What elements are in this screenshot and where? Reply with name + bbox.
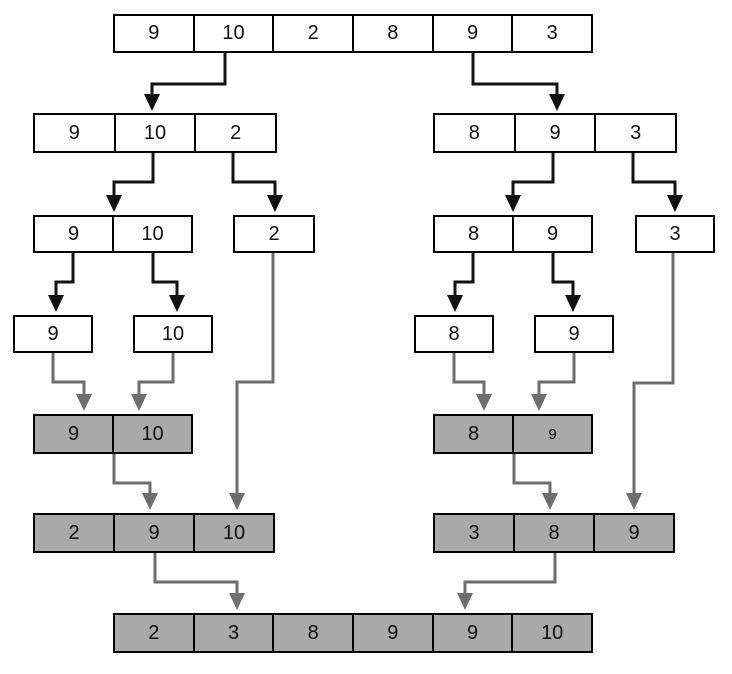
cell: 8 [468, 121, 480, 144]
cell: 3 [669, 222, 681, 245]
array-box-leaf-8: 8 [414, 315, 494, 353]
array-box-leaf-10: 10 [133, 315, 213, 353]
cell: 2 [148, 621, 160, 644]
split-arrow-left-pair-to-leaf-9 [48, 253, 75, 312]
cell: 9 [47, 322, 59, 345]
cell: 3 [594, 115, 675, 151]
array-box-left-pair: 9 10 [33, 215, 193, 253]
cell: 10 [112, 217, 191, 251]
split-arrow-right-pair-to-leaf-8 [447, 253, 475, 312]
cell: 9 [512, 217, 591, 251]
cell: 9 [513, 115, 595, 151]
cell: 8 [448, 322, 460, 345]
array-box-merged-left-triple: 2 9 10 [33, 513, 275, 553]
array-box-merged-right-pair: 8 9 [433, 414, 593, 454]
cell: 8 [467, 422, 480, 445]
cell: 9 [352, 615, 432, 651]
merge-arrow-single-2-to-merged-left-triple [229, 253, 275, 510]
cell: 3 [511, 16, 591, 51]
array-box-leaf-9: 9 [13, 315, 93, 353]
merge-arrow-left-triple-to-output [153, 553, 245, 610]
cell: 9 [593, 515, 673, 551]
cell: 10 [192, 16, 273, 51]
array-box-single-2: 2 [233, 215, 315, 253]
split-arrow-right-half-to-single-3 [631, 153, 683, 212]
array-box-right-pair: 8 9 [433, 215, 593, 253]
merge-arrow-leaf-9-to-merged-right-pair [531, 353, 576, 411]
cell: 9 [67, 422, 80, 445]
split-arrow-input-to-right-half [471, 53, 565, 111]
cell: 2 [68, 521, 80, 544]
cell: 10 [193, 515, 273, 551]
merge-arrow-leaf-10-to-merged-left-pair [131, 353, 175, 411]
cell: 3 [468, 521, 480, 544]
cell: 2 [194, 115, 275, 151]
cell: 8 [272, 615, 352, 651]
array-box-merged-right-triple: 3 8 9 [433, 513, 675, 553]
array-box-merged-left-pair: 9 10 [33, 414, 193, 454]
array-box-leaf-9b: 9 [534, 315, 614, 353]
cell: 10 [511, 615, 591, 651]
cell: 8 [513, 515, 593, 551]
cell: 10 [113, 115, 195, 151]
array-box-output: 2 3 8 9 9 10 [113, 613, 593, 653]
cell: 10 [112, 416, 191, 452]
array-box-input: 9 10 2 8 9 3 [113, 14, 593, 53]
array-box-left-half: 9 10 2 [33, 113, 277, 153]
merge-arrow-right-triple-to-output [457, 553, 557, 610]
split-arrow-right-half-to-right-pair [505, 153, 555, 212]
cell: 8 [352, 16, 432, 51]
cell: 9 [568, 322, 580, 345]
cell: 10 [161, 322, 185, 345]
split-arrow-input-to-left-half [144, 53, 227, 111]
cell: 8 [467, 222, 480, 245]
split-arrow-left-pair-to-leaf-10 [151, 253, 185, 312]
merge-arrow-merged-right-pair-to-right-triple [512, 454, 558, 510]
split-arrows [48, 53, 683, 312]
cell: 9 [68, 121, 80, 144]
array-box-single-3: 3 [635, 215, 715, 253]
cell: 9 [431, 615, 512, 651]
merge-arrow-single-3-to-merged-right-triple [626, 253, 675, 510]
merge-arrow-leaf-8-to-merged-right-pair [452, 353, 492, 411]
split-arrow-left-half-to-single-2 [231, 153, 283, 212]
cell: 9 [113, 515, 193, 551]
merge-arrows [51, 253, 675, 610]
merge-arrow-leaf-9-to-merged-left-pair [51, 353, 92, 411]
split-arrow-left-half-to-left-pair [106, 153, 155, 212]
cell: 3 [192, 615, 273, 651]
merge-arrow-merged-left-pair-to-left-triple [112, 454, 158, 510]
split-arrow-right-pair-to-leaf-9 [551, 253, 581, 312]
cell: 2 [268, 222, 280, 245]
cell: 9 [431, 16, 512, 51]
cell: 9 [512, 416, 591, 452]
array-box-right-half: 8 9 3 [433, 113, 677, 153]
cell: 9 [67, 222, 80, 245]
cell: 2 [272, 16, 352, 51]
cell: 9 [148, 22, 160, 44]
